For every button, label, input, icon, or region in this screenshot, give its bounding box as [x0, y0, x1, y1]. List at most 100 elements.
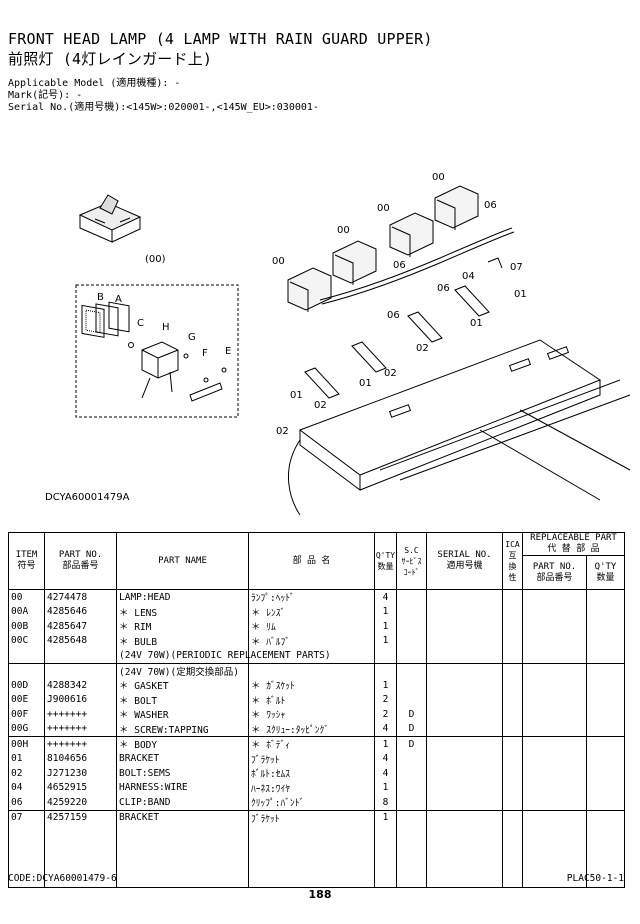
cell-repl-no: [522, 751, 587, 766]
cell-repl-no: [522, 692, 587, 707]
cell-item: 00B: [8, 619, 45, 634]
svg-text:02: 02: [384, 368, 397, 379]
cell-qty: 4: [374, 766, 397, 781]
cell-qty: 1: [374, 809, 397, 825]
cell-sc: [396, 678, 427, 693]
svg-text:E: E: [225, 346, 231, 357]
cell-part-no: 4274478: [44, 589, 117, 605]
cell-part-no: J271230: [44, 766, 117, 781]
svg-text:02: 02: [276, 426, 289, 437]
cell-repl-no: [522, 707, 587, 722]
cell-sc: [396, 604, 427, 619]
cell-ica: [502, 692, 523, 707]
table-row: 00G+++++++＊ SCREW:TAPPING＊ ｽｸﾘｭｰ:ﾀｯﾋﾟﾝｸﾞ…: [8, 721, 626, 737]
cell-serial: [426, 633, 503, 648]
cell-part-no: J900616: [44, 692, 117, 707]
cell-item: 00F: [8, 707, 45, 722]
parts-diagram: (00) 00 00 00 00 06 06 06 06 07 04 01 01…: [75, 172, 631, 516]
header-ica: ICA 互 換 性: [502, 532, 523, 590]
cell-repl-no: [522, 662, 587, 678]
cell-qty: 4: [374, 589, 397, 605]
cell-jp: ＊ ｶﾞｽｹｯﾄ: [248, 678, 375, 693]
title-japanese: 前照灯 (4灯レインガード上): [8, 50, 213, 68]
cell-serial: [426, 707, 503, 722]
cell-ica: [502, 707, 523, 722]
cell-sc: [396, 662, 427, 678]
cell-serial: [426, 678, 503, 693]
cell-part-no: 4257159: [44, 809, 117, 825]
cell-item: 04: [8, 780, 45, 795]
cell-qty: 8: [374, 795, 397, 810]
cell-repl-no: [522, 589, 587, 605]
cell-repl-qty: [585, 648, 626, 663]
svg-text:C: C: [137, 318, 144, 329]
header-part-name: PART NAME: [116, 532, 249, 590]
cell-serial: [426, 721, 503, 737]
cell-sc: [396, 633, 427, 648]
cell-part-no: [44, 662, 117, 678]
cell-repl-qty: [585, 707, 626, 722]
cell-part-no: 4285648: [44, 633, 117, 648]
cell-repl-no: [522, 809, 587, 825]
cell-serial: [426, 736, 503, 752]
svg-text:00: 00: [337, 225, 350, 236]
orientation-icon: [78, 194, 142, 243]
cell-serial: [426, 809, 503, 825]
cell-part-no: [44, 648, 117, 663]
cell-repl-qty: [585, 766, 626, 781]
cell-qty: 2: [374, 707, 397, 722]
cell-ica: [502, 678, 523, 693]
cell-qty: 1: [374, 678, 397, 693]
svg-text:02: 02: [416, 343, 429, 354]
header-repl-part-no: PART NO. 部品番号: [522, 555, 587, 590]
cell-empty: [116, 825, 249, 888]
cell-repl-qty: [585, 721, 626, 737]
cell-item: [8, 662, 45, 678]
cell-qty: 1: [374, 780, 397, 795]
cell-repl-no: [522, 736, 587, 752]
cell-ica: [502, 619, 523, 634]
cell-item: 07: [8, 809, 45, 825]
cell-name: LAMP:HEAD: [116, 589, 249, 605]
cell-item: 06: [8, 795, 45, 810]
cell-qty: 1: [374, 633, 397, 648]
parts-table: ITEM 符号 PART NO. 部品番号 PART NAME 部 品 名 Q'…: [8, 532, 626, 888]
cell-part-no: 8104656: [44, 751, 117, 766]
cell-jp: ＊ ｽｸﾘｭｰ:ﾀｯﾋﾟﾝｸﾞ: [248, 721, 375, 737]
header-item: ITEM 符号: [8, 532, 45, 590]
applicable-model: Applicable Model (適用機種): -: [8, 78, 181, 89]
cell-repl-qty: [585, 751, 626, 766]
cell-qty: [374, 648, 397, 663]
table-row: (24V 70W)(PERIODIC REPLACEMENT PARTS): [8, 648, 626, 663]
cell-ica: [502, 662, 523, 678]
cell-name: BRACKET: [116, 751, 249, 766]
cell-serial: [426, 751, 503, 766]
cell-sc: [396, 809, 427, 825]
cell-empty: [502, 825, 523, 888]
cell-item: [8, 648, 45, 663]
cell-item: 00: [8, 589, 45, 605]
cell-name: (24V 70W)(定期交換部品): [116, 662, 249, 678]
cell-item: 00D: [8, 678, 45, 693]
cell-jp: ﾊｰﾈｽ:ﾜｲﾔ: [248, 780, 375, 795]
cell-repl-no: [522, 795, 587, 810]
header-serial: SERIAL NO. 適用号機: [426, 532, 503, 590]
cell-sc: [396, 795, 427, 810]
cell-ica: [502, 604, 523, 619]
cell-sc: [396, 619, 427, 634]
cell-ica: [502, 721, 523, 737]
cell-jp: ＊ ﾚﾝｽﾞ: [248, 604, 375, 619]
cell-serial: [426, 604, 503, 619]
svg-text:01: 01: [359, 378, 372, 389]
diagram-callouts: (00) 00 00 00 00 06 06 06 06 07 04 01 01…: [97, 172, 527, 437]
cell-name: ＊ LENS: [116, 604, 249, 619]
cell-name: BRACKET: [116, 809, 249, 825]
cell-repl-no: [522, 633, 587, 648]
cell-name: HARNESS:WIRE: [116, 780, 249, 795]
cell-name: CLIP:BAND: [116, 795, 249, 810]
cell-sc: [396, 780, 427, 795]
